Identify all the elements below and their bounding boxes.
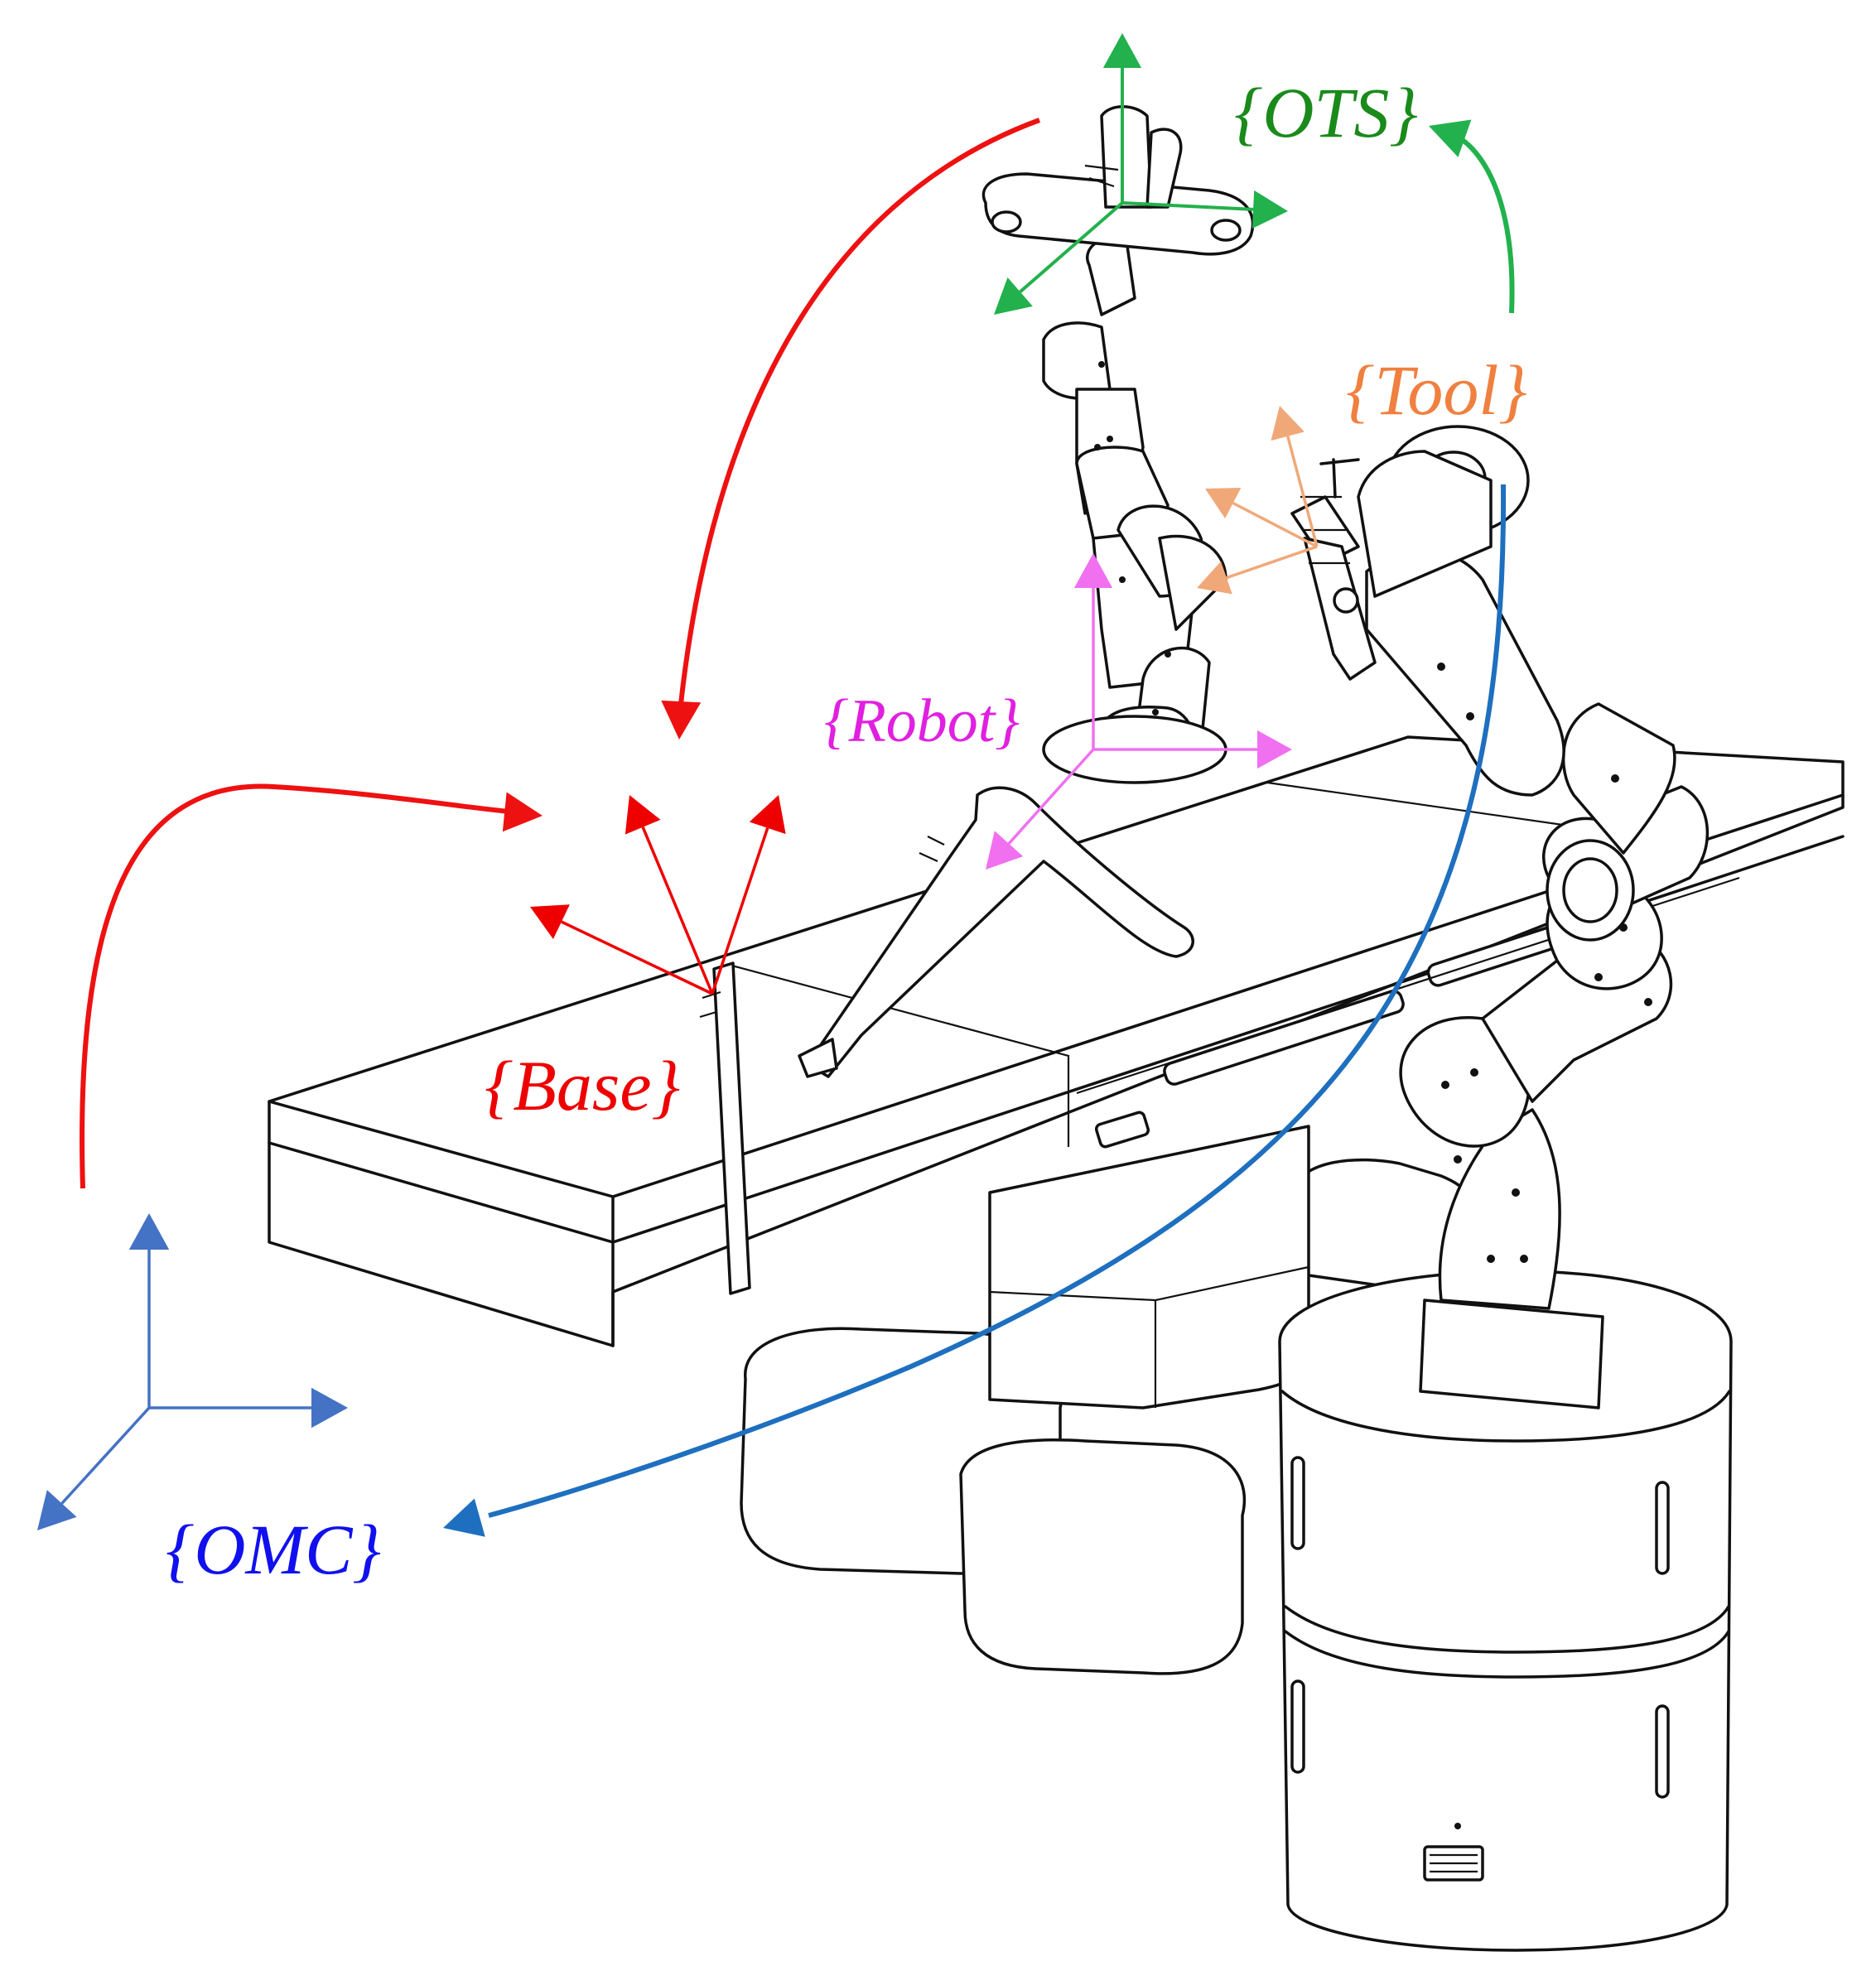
- optical-tracking-camera: [981, 105, 1255, 784]
- omc-x-axis: [149, 1387, 348, 1429]
- tool-axis-2: [1205, 487, 1318, 548]
- transform-arrows: [80, 118, 1515, 1537]
- ots-z-axis: [1102, 33, 1142, 203]
- robot-base-cart: [1278, 1270, 1733, 1952]
- robot-frame-axes: [986, 553, 1292, 870]
- tool-axis-3: [1197, 545, 1318, 595]
- robot-arm: [1357, 425, 1710, 1409]
- omc-z-axis: [128, 1213, 170, 1408]
- robot-frame-label: {Robot}: [824, 687, 1020, 755]
- tool-frame-label: {Tool}: [1346, 350, 1527, 430]
- omc-to-base-arrow: [80, 783, 543, 1189]
- ots-y-axis: [994, 201, 1124, 315]
- base-axis-1: [625, 795, 714, 995]
- base-axis-3: [530, 904, 713, 995]
- ots-x-axis: [1121, 190, 1288, 229]
- robot-z-axis: [1073, 553, 1113, 749]
- table-foot-right: [959, 1438, 1247, 1675]
- base-frame-axes: [530, 795, 786, 995]
- table-clamp-marker: [699, 961, 751, 1295]
- ots-frame-label: {OTS}: [1234, 73, 1418, 152]
- leg-phantom: [798, 786, 1194, 1078]
- omc-frame-axes: [37, 1213, 348, 1530]
- tool-axis-1: [1271, 406, 1319, 547]
- tool-to-ots-arrow: [1429, 119, 1515, 314]
- robot-y-axis: [986, 748, 1095, 870]
- ots-to-base-arrow: [661, 118, 1041, 740]
- omc-y-axis: [37, 1406, 151, 1530]
- tool-frame-axes: [1197, 406, 1319, 595]
- base-frame-label: {Base}: [485, 1046, 680, 1125]
- robot-x-axis: [1093, 730, 1292, 769]
- tool-to-omc-arrow: [443, 484, 1507, 1537]
- omc-frame-label: {OMC}: [166, 1510, 381, 1589]
- table-column: [988, 1125, 1310, 1409]
- base-axis-2: [711, 795, 786, 995]
- ots-frame-axes: [994, 33, 1288, 315]
